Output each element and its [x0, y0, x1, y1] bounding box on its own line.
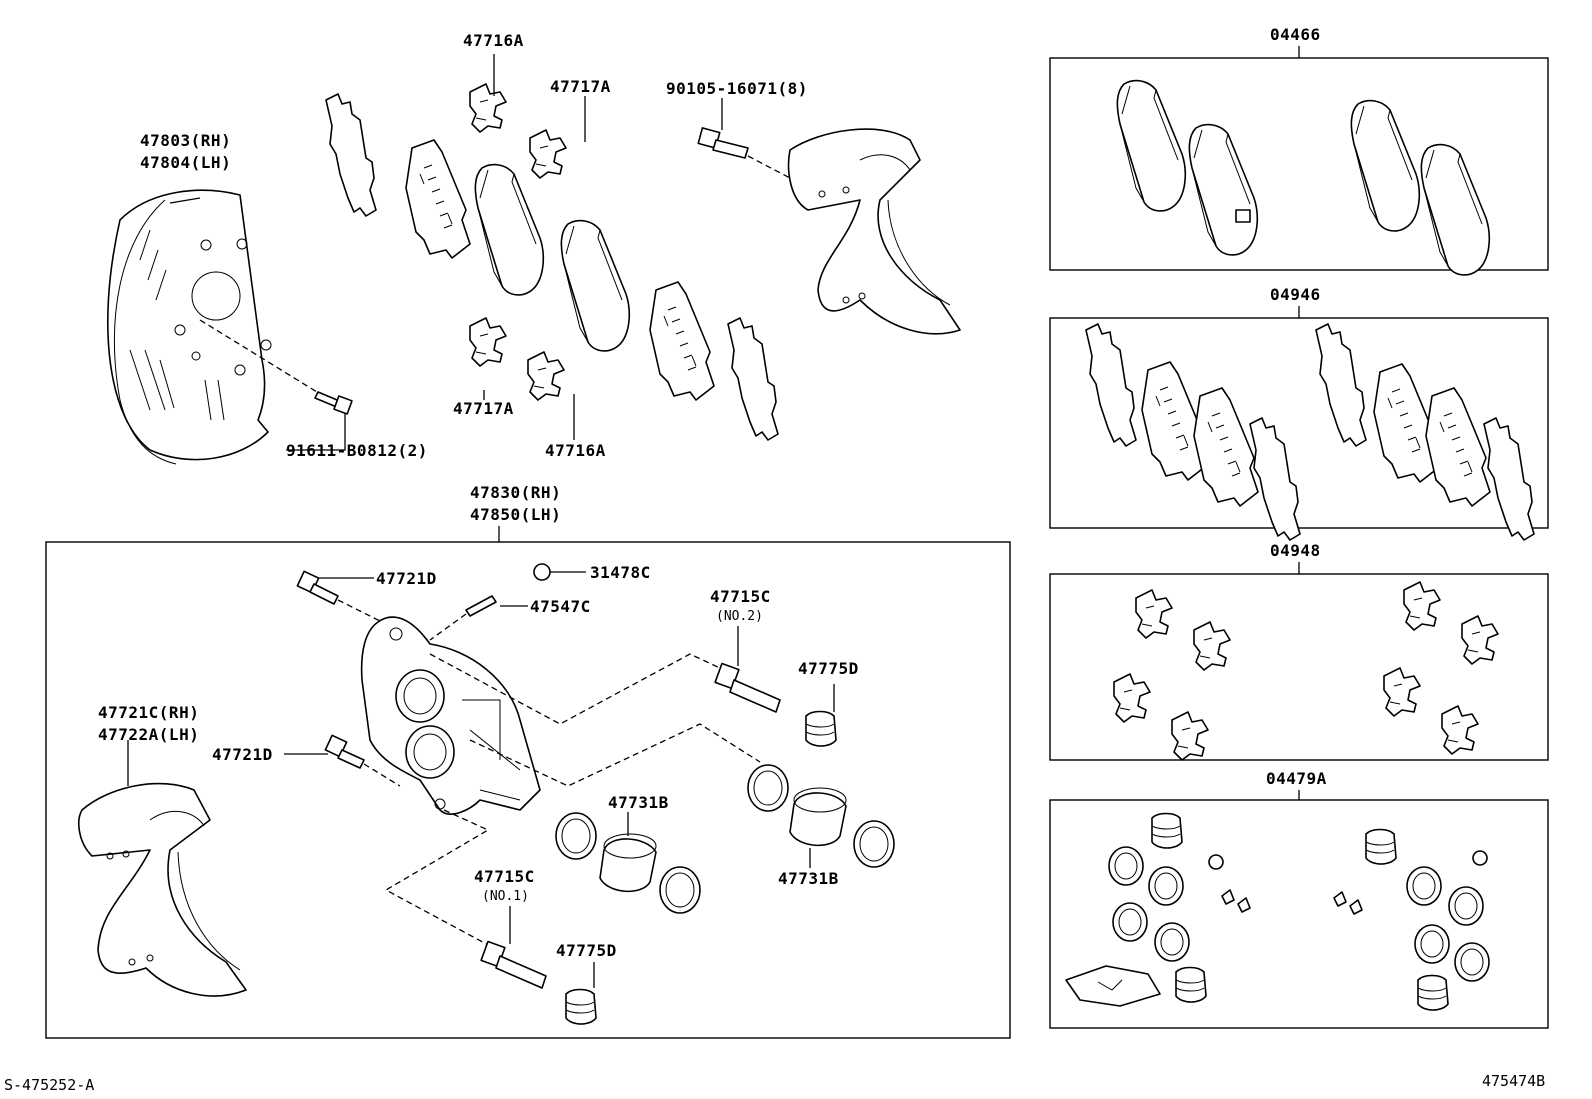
guide-pin-no2 — [714, 662, 781, 713]
label-47716a-top: 47716A — [463, 31, 524, 50]
bolt-91611 — [314, 391, 353, 415]
piston-47731b-right — [789, 787, 847, 847]
label-47715c-bot-sub: (NO.1) — [482, 889, 529, 904]
label-47775d-top: 47775D — [798, 659, 859, 678]
label-47731b-top: 47731B — [608, 793, 669, 812]
guide-pin-no1 — [480, 940, 547, 989]
label-47804: 47804(LH) — [140, 153, 231, 172]
label-47721d-mid: 47721D — [212, 745, 273, 764]
kit-04948-frame — [1049, 573, 1549, 761]
caliper-assembly-frame — [45, 541, 1011, 1039]
caliper-body — [360, 616, 541, 815]
footer-left-code: S-475252-A — [4, 1076, 94, 1094]
label-04479a: 04479A — [1266, 769, 1327, 788]
label-31478c: 31478C — [590, 563, 651, 582]
bolt-47721d-top — [296, 570, 339, 605]
label-47721d-top: 47721D — [376, 569, 437, 588]
caliper-mount — [787, 128, 961, 335]
cap-31478c — [533, 563, 551, 581]
label-47830: 47830(RH) — [470, 483, 561, 502]
caliper-outer — [78, 782, 247, 997]
footer-right-code: 475474B — [1482, 1072, 1545, 1090]
kit-04466-frame — [1049, 57, 1549, 271]
bleeder-47547c — [465, 595, 497, 617]
label-04948: 04948 — [1270, 541, 1321, 560]
label-47803: 47803(RH) — [140, 131, 231, 150]
label-47731b-right: 47731B — [778, 869, 839, 888]
label-47715c-top-sub: (NO.2) — [716, 609, 763, 624]
label-47715c-bot: 47715C — [474, 867, 535, 886]
kit-04479a-frame — [1049, 799, 1549, 1029]
label-47775d-bot: 47775D — [556, 941, 617, 960]
label-47715c-top: 47715C — [710, 587, 771, 606]
bolt-47721d-mid — [324, 734, 365, 769]
bolt-90105 — [697, 127, 749, 159]
label-90105: 90105-16071(8) — [666, 79, 808, 98]
label-47850: 47850(LH) — [470, 505, 561, 524]
piston-47731b-left — [599, 833, 657, 893]
label-47717a-bot: 47717A — [453, 399, 514, 418]
label-04466: 04466 — [1270, 25, 1321, 44]
label-47722a: 47722A(LH) — [98, 725, 199, 744]
dust-shield — [107, 189, 272, 465]
label-47716a-bot: 47716A — [545, 441, 606, 460]
label-47547c: 47547C — [530, 597, 591, 616]
label-47721c: 47721C(RH) — [98, 703, 199, 722]
label-47717a-top: 47717A — [550, 77, 611, 96]
label-04946: 04946 — [1270, 285, 1321, 304]
label-91611: 91611-B0812(2) — [286, 441, 428, 460]
